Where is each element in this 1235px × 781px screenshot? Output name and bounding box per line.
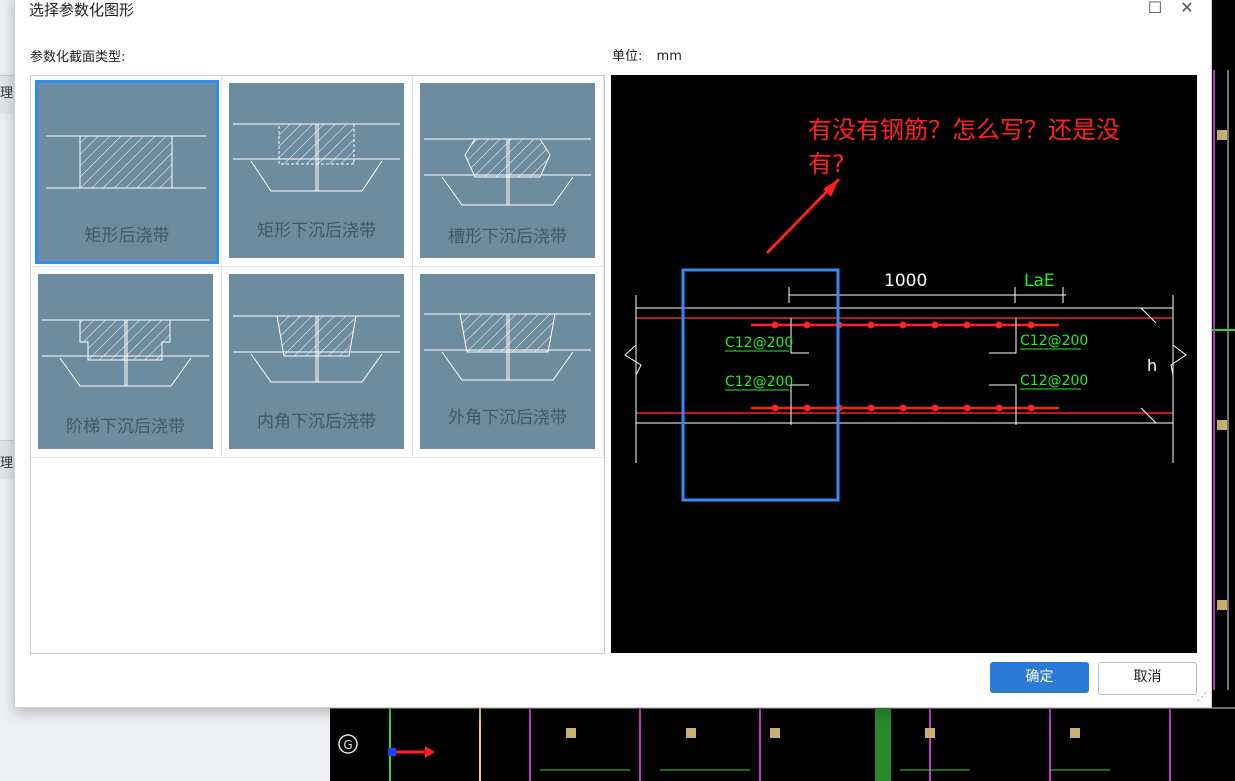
resize-grip-icon[interactable]: ⋰: [1197, 692, 1207, 703]
maximize-button[interactable]: ☐: [1143, 0, 1167, 19]
shape-label: 内角下沉后浇带: [257, 412, 376, 432]
shape-thumbnail: 阶梯下沉后浇带: [38, 274, 213, 449]
axis-g-label: G: [343, 738, 352, 752]
cad-drawing-fragment: [1208, 70, 1235, 700]
shape-option-outer-angle-sunken[interactable]: 外角下沉后浇带: [413, 267, 604, 458]
ok-button[interactable]: 确定: [990, 662, 1089, 693]
rect-sunken-band-icon: [233, 123, 400, 192]
shape-option-inner-angle-sunken[interactable]: 内角下沉后浇带: [222, 267, 413, 458]
dimension-1000: 1000: [884, 271, 927, 291]
annotation-text-line1: 有没有钢筋？怎么写？还是没: [808, 116, 1120, 144]
annotation-arrow-head: [823, 179, 839, 197]
background-text: 理: [0, 86, 14, 101]
rebar-label-top-right: C12@200: [1020, 333, 1088, 349]
shape-thumbnail: 矩形后浇带: [35, 80, 219, 264]
section-type-label: 参数化截面类型:: [30, 50, 126, 65]
dimension-lae: LaE: [1024, 271, 1055, 291]
shape-thumbnail: 槽形下沉后浇带: [420, 83, 595, 258]
cancel-button[interactable]: 取消: [1098, 662, 1197, 695]
shape-thumbnail: 矩形下沉后浇带: [229, 83, 404, 258]
shape-grid: 矩形后浇带 矩形下沉后浇带: [30, 75, 605, 654]
shape-option-channel-sunken[interactable]: 槽形下沉后浇带: [413, 76, 604, 267]
inner-angle-sunken-band-icon: [233, 315, 400, 383]
maximize-icon: ☐: [1147, 0, 1163, 17]
channel-sunken-band-icon: [424, 138, 591, 206]
highlight-box: [681, 268, 840, 502]
unit-label-text: 单位:: [612, 49, 643, 64]
shape-label: 阶梯下沉后浇带: [66, 417, 185, 437]
unit-value: mm: [656, 49, 682, 64]
preview-drawing: 有没有钢筋？怎么写？还是没 有? 1000 LaE h: [624, 116, 1187, 502]
shape-label: 外角下沉后浇带: [448, 408, 567, 428]
background-cad-right: [1208, 0, 1235, 700]
shape-option-rect-sunken[interactable]: 矩形下沉后浇带: [222, 76, 413, 267]
dimension-h: h: [1147, 356, 1157, 375]
shape-option-rectangular[interactable]: 矩形后浇带: [31, 76, 222, 267]
stepped-sunken-band-icon: [42, 319, 209, 387]
select-parametric-shape-dialog: 选择参数化图形 ☐ ✕ 参数化截面类型: 单位: mm 矩形后浇带: [14, 0, 1212, 708]
shape-thumbnail: 外角下沉后浇带: [420, 274, 595, 449]
unit-label: 单位: mm: [612, 45, 682, 64]
shape-preview: 有没有钢筋？怎么写？还是没 有? 1000 LaE h: [611, 75, 1197, 653]
background-text: 理: [0, 456, 14, 471]
shape-label: 矩形后浇带: [84, 226, 170, 246]
close-button[interactable]: ✕: [1175, 0, 1199, 19]
shape-label: 槽形下沉后浇带: [448, 227, 567, 247]
annotation-text-line2: 有?: [808, 150, 845, 178]
outer-angle-sunken-band-icon: [424, 313, 591, 381]
dialog-title: 选择参数化图形: [29, 1, 135, 19]
shape-label: 矩形下沉后浇带: [257, 221, 376, 241]
rectangular-band-icon: [46, 135, 206, 189]
rebar-label-bottom-right: C12@200: [1020, 373, 1088, 389]
rebar-label-top-left: C12@200: [725, 335, 793, 351]
close-icon: ✕: [1180, 0, 1194, 17]
rebar-label-bottom-left: C12@200: [725, 374, 793, 390]
shape-option-stepped-sunken[interactable]: 阶梯下沉后浇带: [31, 267, 222, 458]
shape-thumbnail: 内角下沉后浇带: [229, 274, 404, 449]
